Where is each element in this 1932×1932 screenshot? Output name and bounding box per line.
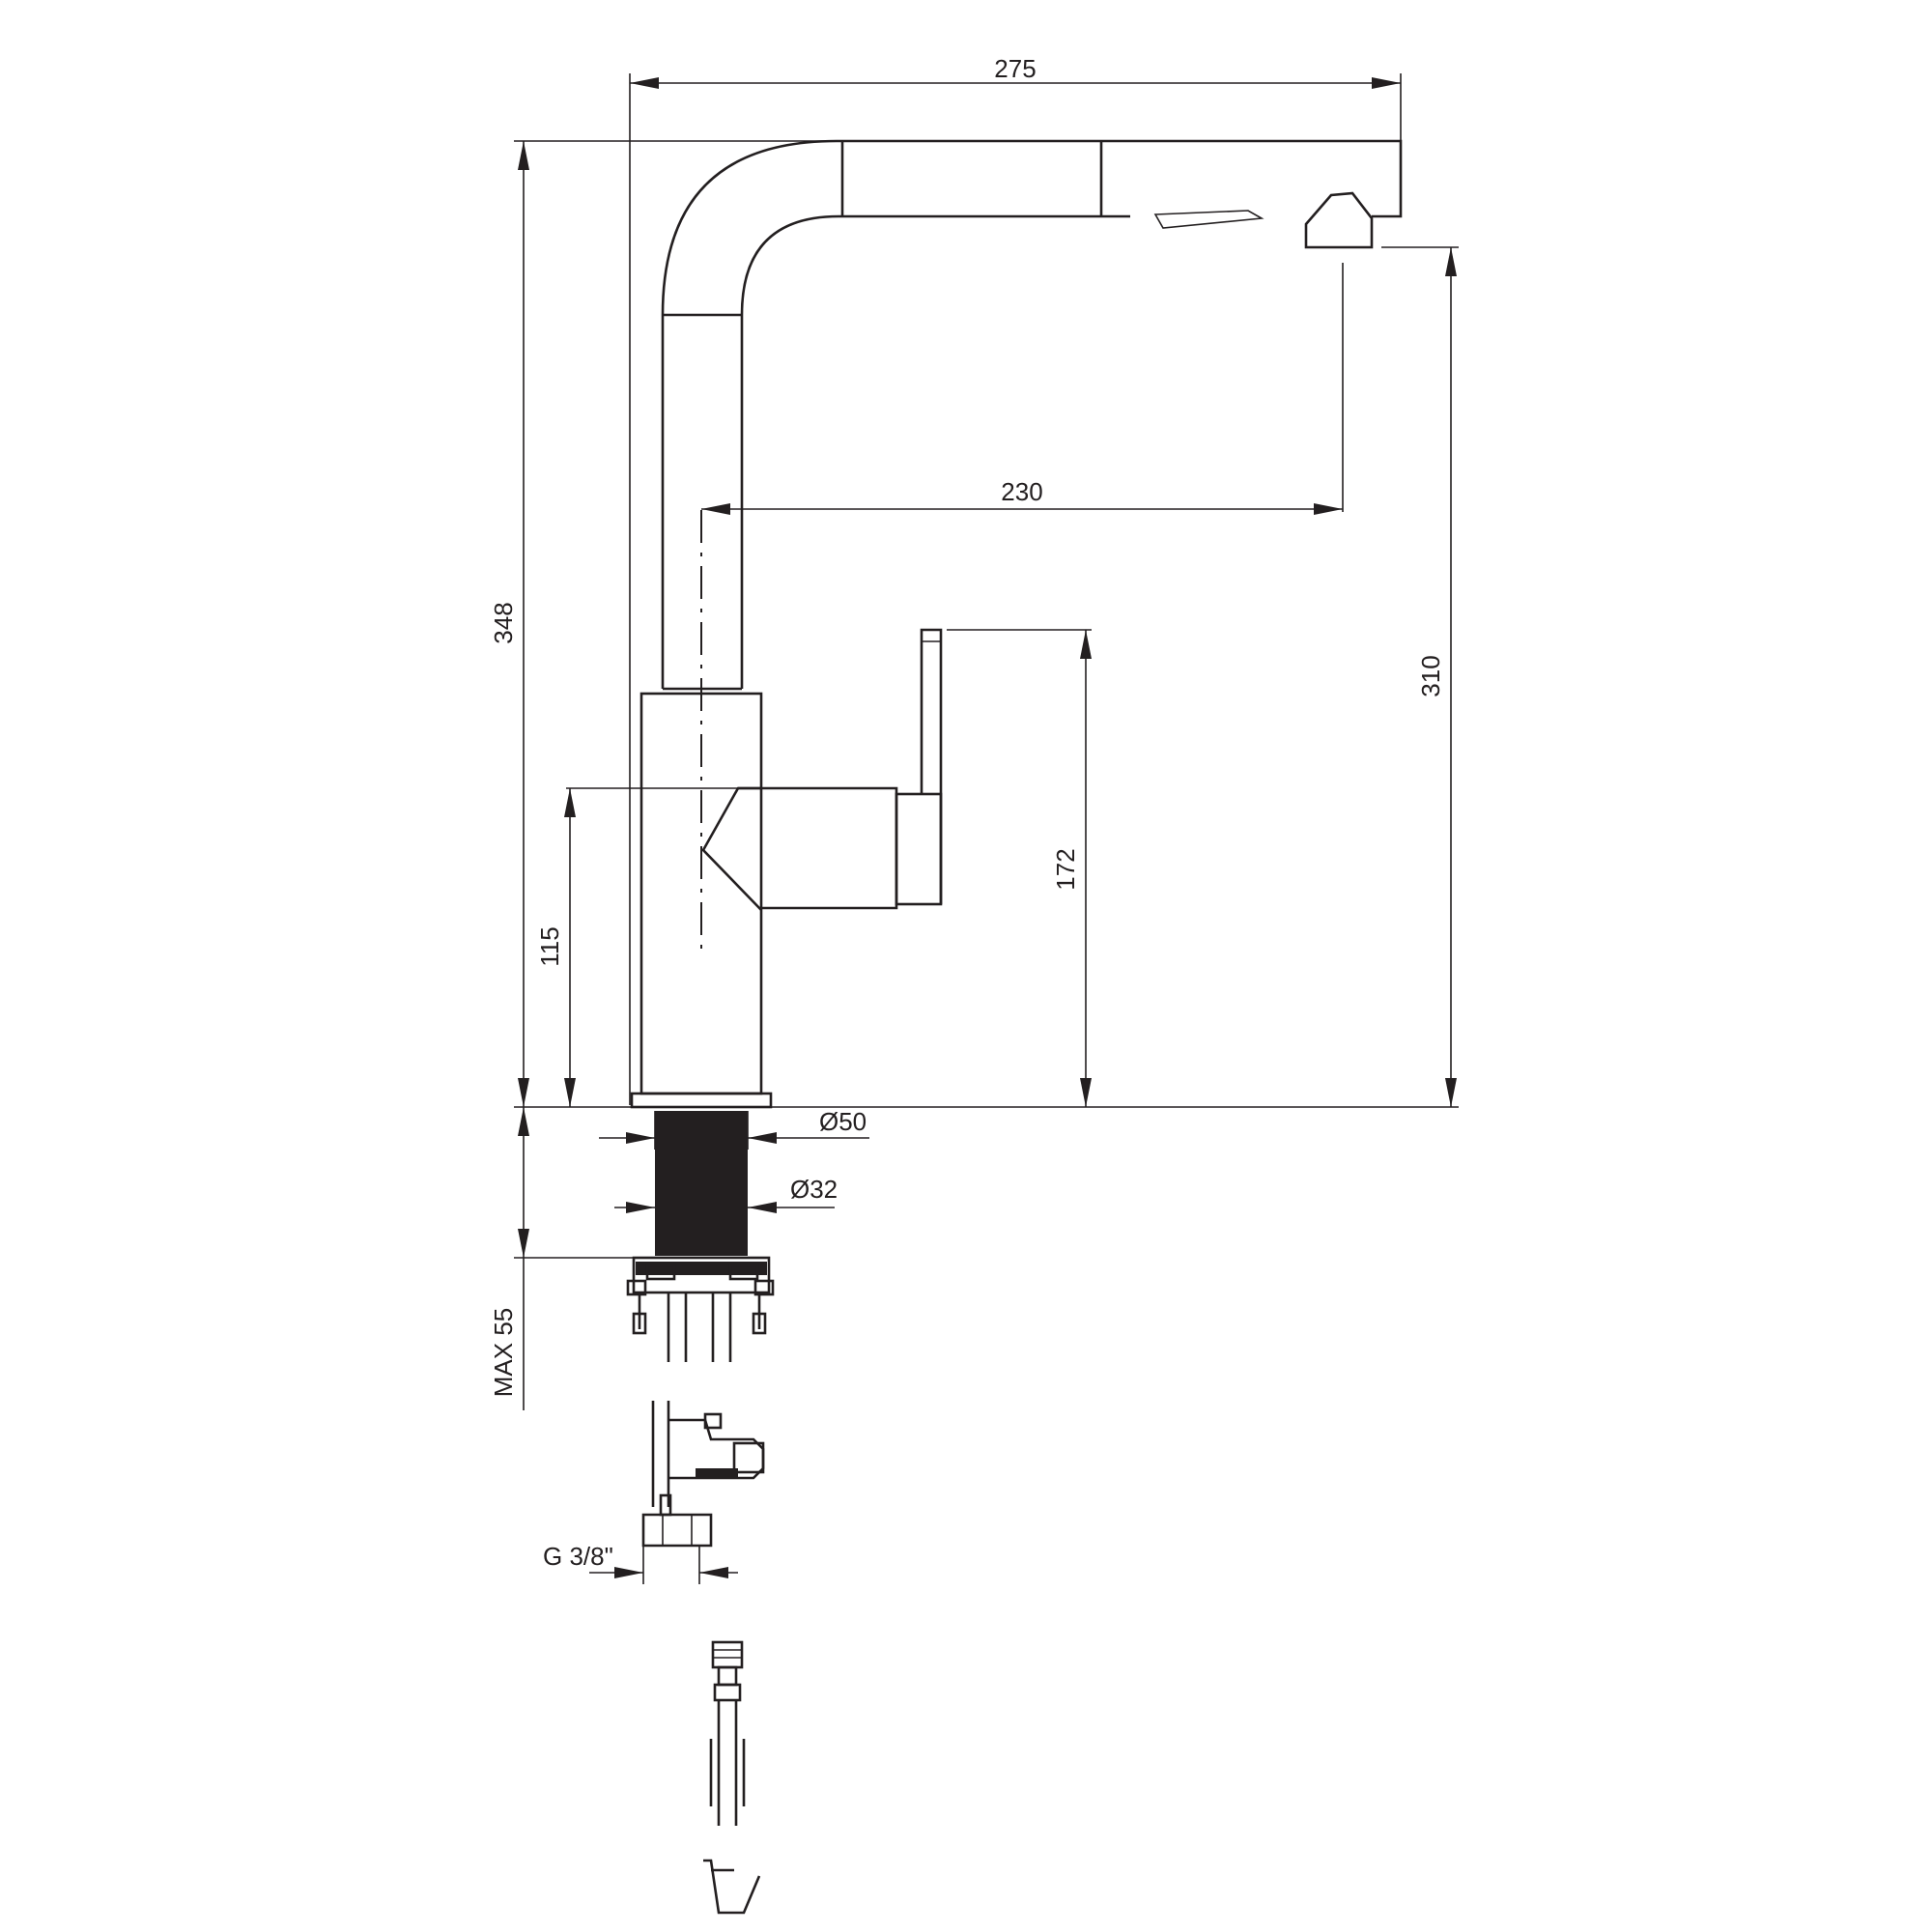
dim-348 xyxy=(518,141,529,1107)
dim-max-55 xyxy=(518,1107,529,1410)
dim-label-310: 310 xyxy=(1416,655,1445,696)
dim-label-diameter-50: Ø50 xyxy=(819,1107,867,1136)
valve-connector xyxy=(641,1401,765,1548)
dim-label-275: 275 xyxy=(994,54,1036,83)
mounting-shank xyxy=(626,1111,775,1362)
dim-label-172: 172 xyxy=(1051,848,1080,890)
faucet-outline xyxy=(630,139,1403,1109)
dim-label-diameter-32: Ø32 xyxy=(790,1175,838,1204)
hose-weight xyxy=(703,1640,761,1915)
dim-label-115: 115 xyxy=(535,926,564,966)
extension-lines xyxy=(514,73,1459,1259)
dim-275 xyxy=(630,77,1401,89)
dim-115 xyxy=(564,788,576,1107)
dim-diameter-32 xyxy=(614,1202,835,1213)
dim-label-348: 348 xyxy=(489,602,518,643)
dim-diameter-50 xyxy=(599,1111,869,1150)
dim-g38 xyxy=(589,1546,738,1584)
dim-label-230: 230 xyxy=(1001,477,1042,506)
dim-label-max-55: MAX 55 xyxy=(489,1308,518,1398)
dim-310 xyxy=(1445,247,1457,1107)
dim-172 xyxy=(1080,630,1092,1107)
dim-230 xyxy=(701,503,1343,515)
dim-label-g38: G 3/8" xyxy=(543,1542,613,1571)
